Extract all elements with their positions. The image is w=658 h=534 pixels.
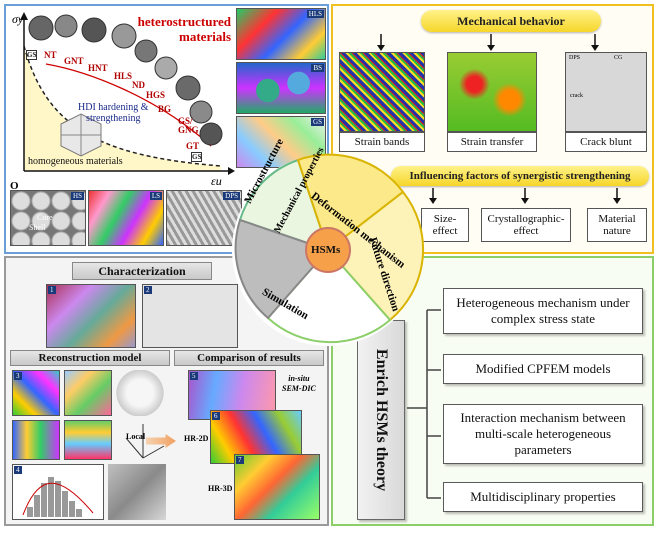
gs-box-bottom: GS (191, 152, 203, 162)
title-line-2: materials (179, 29, 231, 44)
banner-arrows (377, 34, 599, 51)
enrich-theory-text: Enrich HSMs theory (373, 348, 390, 492)
hdi-line-2: strengthening (86, 113, 141, 124)
crack-label: crack (570, 93, 583, 99)
hsms-hub-label: HSMs (311, 244, 341, 256)
strain-bands-image (339, 52, 425, 132)
grain-hexagon-icon (60, 113, 102, 157)
crack-blunt-box: Crack blunt (565, 132, 647, 152)
enrich-theory-bar: Enrich HSMs theory (357, 320, 405, 520)
homogeneous-label: homogeneous materials (28, 156, 123, 167)
arm-future (326, 190, 425, 322)
strain-bands-box: Strain bands (339, 132, 425, 152)
gs-tag: GS (311, 118, 324, 126)
arm-deformation (296, 153, 405, 252)
bs-micrograph: BS (236, 62, 326, 114)
comparison-header: Comparison of results (174, 350, 324, 366)
num-tag-1: 1 (48, 286, 56, 294)
sem-dic-label: in-situ SEM-DIC (282, 374, 316, 394)
ls-micrograph: LS (88, 190, 164, 246)
simulation-panel: Characterization 1 2 Reconstruction mode… (4, 256, 329, 526)
reconstruction-cube-3 (12, 420, 60, 460)
y-axis-label: σy (12, 12, 24, 26)
bs-tag: BS (311, 64, 324, 72)
hs-micrograph: HS Core Shell (10, 190, 86, 246)
hdi-line-1: HDI hardening & (78, 102, 149, 113)
hs-tag: HS (71, 192, 84, 200)
future-direction-panel: Enrich HSMs theory Heterogeneous mechani… (331, 256, 654, 526)
reconstruction-sphere (116, 370, 164, 416)
hr-2d-label: HR-2D (184, 434, 209, 443)
chain-gt: GT (186, 141, 200, 151)
reconstruction-cube-gray (108, 464, 166, 520)
core-label: Core (37, 213, 53, 222)
hdi-label: HDI hardening & strengthening (78, 102, 149, 124)
corner-o-label: O (10, 180, 19, 192)
theory-item-multidisciplinary: Multidisciplinary properties (443, 482, 643, 512)
local-label: Local (126, 432, 146, 441)
theory-item-interaction-mechanism: Interaction mechanism between multi-scal… (443, 404, 643, 464)
grain-size-histogram: 4 (12, 464, 104, 520)
shell-label: Shell (29, 223, 46, 232)
reconstruction-header: Reconstruction model (10, 350, 170, 366)
size-effect-box: Size-effect (421, 208, 469, 242)
chain-hgs: HGS (146, 90, 166, 100)
histogram-bars (22, 477, 94, 517)
title-line-1: heterostructured (137, 14, 231, 29)
chain-hls: HLS (114, 71, 133, 81)
theory-connector-lines (407, 309, 441, 499)
mechanical-behavior-banner: Mechanical behavior (421, 10, 601, 32)
chain-gs: GS/ (178, 116, 193, 126)
crystallographic-effect-box: Crystallographic-effect (481, 208, 571, 242)
local-axes-diagram (125, 424, 165, 459)
chain-gnt: GNT (64, 56, 84, 66)
num-tag-3: 3 (14, 372, 22, 380)
num-tag-7: 7 (236, 456, 244, 464)
hsms-pinwheel-diagram (232, 153, 425, 346)
chain-nt: NT (44, 50, 57, 60)
theory-item-modified-cpfem: Modified CPFEM models (443, 354, 643, 384)
characterization-image-2: 2 (142, 284, 238, 348)
gs-box-top: GS (26, 50, 38, 60)
hr-3d-label: HR-3D (208, 484, 233, 493)
sem-dic-text: SEM-DIC (282, 384, 316, 393)
dps-tag: DPS (223, 192, 240, 200)
comparison-image-7: 7 (234, 454, 320, 520)
x-axis-label: εu (211, 174, 222, 188)
reconstruction-cube-2 (64, 370, 112, 416)
reconstruction-cube-1: 3 (12, 370, 60, 416)
crack-cg-label: CG (614, 55, 623, 61)
influencing-factors-banner: Influencing factors of synergistic stren… (391, 166, 649, 186)
chain-hnt: HNT (88, 63, 108, 73)
material-nature-box: Material nature (587, 208, 647, 242)
strength-ductility-graph (20, 12, 235, 175)
hls-tag: HLS (306, 10, 324, 18)
characterization-image-1: 1 (46, 284, 136, 348)
arm-future-lower (266, 248, 392, 344)
num-tag-4: 4 (14, 466, 22, 474)
chain-nd: ND (132, 80, 145, 90)
strain-transfer-image (447, 52, 537, 132)
crack-dps-label: DPS (569, 55, 581, 61)
ls-tag: LS (149, 192, 162, 200)
factor-arrows (429, 188, 621, 204)
crack-blunt-image: DPS CG crack (565, 52, 647, 132)
theory-item-heterogeneous-mechanism: Heterogeneous mechanism under complex st… (443, 288, 643, 334)
hsms-hub (305, 227, 351, 273)
num-tag-6: 6 (212, 412, 220, 420)
strain-transfer-box: Strain transfer (447, 132, 537, 152)
hls-micrograph: HLS (236, 8, 326, 60)
in-situ-text: in-situ (288, 374, 310, 383)
chain-bg: BG (158, 104, 172, 114)
num-tag-2: 2 (144, 286, 152, 294)
reconstruction-cube-4 (64, 420, 112, 460)
heterostructured-materials-panel: σy εu heterostructured materials GS NT G… (4, 4, 329, 254)
chain-gng: GNG (178, 125, 199, 135)
arm-simulation (234, 218, 330, 320)
num-tag-5: 5 (190, 372, 198, 380)
comparison-arrow-icon (146, 434, 176, 448)
characterization-header: Characterization (72, 262, 212, 280)
heterostructured-title: heterostructured materials (121, 14, 231, 44)
